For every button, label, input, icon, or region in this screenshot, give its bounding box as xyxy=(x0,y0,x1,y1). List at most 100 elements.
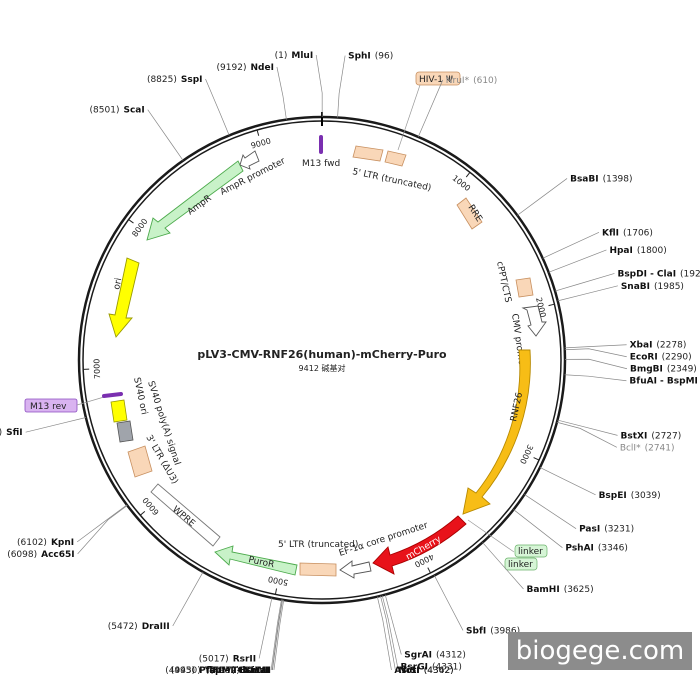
site-leader-line xyxy=(276,66,287,120)
restriction-site-label[interactable]: SgrAI(4312) xyxy=(404,651,466,661)
feature-ef1a[interactable] xyxy=(339,560,372,579)
restriction-site-label[interactable]: (6102)KpnI xyxy=(17,538,74,548)
tick-mark xyxy=(139,510,146,516)
tick-mark xyxy=(256,129,260,136)
feature-ampr-promoter[interactable] xyxy=(239,150,260,170)
site-leader-line xyxy=(564,344,627,349)
feature-5ltr-bottom[interactable] xyxy=(299,562,337,577)
restriction-site-label[interactable]: HpaI (1800) xyxy=(609,246,666,256)
tick-mark xyxy=(427,567,431,574)
restriction-site-label[interactable]: (9192)NdeI xyxy=(217,63,274,73)
restriction-site-label[interactable]: (4957)BsiWI xyxy=(206,666,269,676)
feature-label-5ltr-top: 5' LTR (truncated) xyxy=(351,167,432,193)
site-leader-line xyxy=(315,54,323,118)
tick-label: 5000 xyxy=(267,574,289,587)
feature-5ltr-top[interactable] xyxy=(352,145,384,162)
feature-sv40-ori[interactable] xyxy=(110,399,128,423)
site-position: (4943) xyxy=(165,666,195,676)
site-name: TspMI - XmaI xyxy=(205,666,270,676)
site-leader-line xyxy=(381,595,398,667)
feature-cppt[interactable] xyxy=(515,277,534,298)
feature-ampr[interactable] xyxy=(146,160,244,241)
restriction-site-label[interactable]: (4950)TspMI - XmaI xyxy=(171,666,270,676)
site-leader-line xyxy=(147,109,184,161)
site-position: (1985) xyxy=(654,282,684,292)
restriction-site-label[interactable]: SbfI(3986) xyxy=(466,626,520,636)
restriction-site-label[interactable]: SnaBI(1985) xyxy=(621,282,684,292)
site-position: (2349) xyxy=(667,365,697,375)
feature-rre[interactable] xyxy=(456,197,483,230)
site-position: (6701) xyxy=(0,428,2,438)
feature-rnf26[interactable] xyxy=(462,349,531,515)
site-name: BsiWI xyxy=(240,666,269,676)
restriction-site-label[interactable]: BfuAI - BspMI(2444) xyxy=(629,377,700,387)
feature-linker-1-box[interactable] xyxy=(514,544,548,558)
restriction-site-label[interactable]: NruI*(610) xyxy=(446,76,498,86)
restriction-site-label[interactable]: BmgBI (2349) xyxy=(630,365,697,375)
restriction-site-label[interactable]: (5017)RsrII xyxy=(199,654,256,664)
restriction-site-label[interactable]: (6098)Acc65I xyxy=(7,550,74,560)
restriction-site-label[interactable]: EcoRI(2290) xyxy=(630,353,692,363)
site-position: (1398) xyxy=(603,174,633,184)
restriction-site-label[interactable]: AsiSI(4362) xyxy=(394,666,453,676)
restriction-site-label[interactable]: (8825)SspI xyxy=(147,75,203,85)
feature-hiv1-psi-box[interactable] xyxy=(415,71,461,86)
site-leader-line xyxy=(564,374,627,382)
site-position: (3986) xyxy=(490,626,520,636)
restriction-site-label[interactable]: (4952)SmaI xyxy=(210,666,269,676)
restriction-site-label[interactable]: BspEI(3039) xyxy=(599,491,661,501)
feature-5ltr-top-b[interactable] xyxy=(384,150,407,167)
restriction-site-label[interactable]: BsaBI(1398) xyxy=(570,174,632,184)
feature-puror[interactable] xyxy=(214,545,298,576)
restriction-site-label[interactable]: (4943)PflFI - Tth111I xyxy=(165,666,271,676)
restriction-site-label[interactable]: (5472)DraIII xyxy=(108,622,170,632)
feature-cmv-promoter[interactable] xyxy=(521,305,547,337)
site-leader-line xyxy=(548,249,607,273)
restriction-site-label[interactable]: (6701)SfiI xyxy=(0,428,23,438)
restriction-site-label[interactable]: BamHI (3625) xyxy=(526,585,593,595)
site-position: (8501) xyxy=(90,106,120,116)
site-name: NruI* xyxy=(446,76,470,86)
site-leader-line xyxy=(524,494,577,529)
feature-linker-2-box[interactable] xyxy=(504,557,538,571)
feature-mcherry[interactable] xyxy=(372,515,467,575)
site-position: (3039) xyxy=(631,491,661,501)
restriction-site-label[interactable]: (8501)ScaI xyxy=(90,106,145,116)
site-leader-line xyxy=(258,597,273,659)
restriction-site-label[interactable]: BclI*(2741) xyxy=(620,443,675,453)
tick-mark xyxy=(128,219,134,224)
site-leader-line xyxy=(482,542,524,590)
restriction-site-label[interactable]: BstXI(2727) xyxy=(621,431,682,441)
site-name: HpaI xyxy=(609,246,632,256)
tick-label: 8000 xyxy=(130,217,149,239)
site-position: (3625) xyxy=(564,585,594,595)
tick-label: 3000 xyxy=(518,443,535,465)
site-position: (1800) xyxy=(637,246,667,256)
restriction-site-label[interactable]: PshAI(3346) xyxy=(565,544,627,554)
restriction-site-label[interactable]: BsrGI(4331) xyxy=(401,663,462,673)
feature-sv40-polya[interactable] xyxy=(116,420,134,443)
site-leader-line xyxy=(380,595,396,671)
feature-label-ori: ori xyxy=(112,277,124,291)
restriction-site-label[interactable]: BspDI - ClaI(1922) xyxy=(617,269,700,279)
site-leader-line xyxy=(25,417,86,433)
site-leader-line xyxy=(384,594,402,655)
restriction-site-label[interactable]: XbaI(2278) xyxy=(630,341,687,351)
site-name: BamHI xyxy=(526,585,559,595)
feature-wpre[interactable] xyxy=(150,483,221,547)
restriction-site-label[interactable]: (1)MluI xyxy=(275,51,314,61)
restriction-site-label[interactable]: NotI(4342) xyxy=(398,666,453,676)
feature-ori[interactable] xyxy=(108,257,140,338)
feature-m13-rev-box[interactable] xyxy=(24,398,78,413)
restriction-site-label[interactable]: PasI(3231) xyxy=(579,525,634,535)
site-position: (4342) xyxy=(424,666,454,676)
site-name: BmgBI xyxy=(630,365,663,375)
restriction-site-label[interactable]: KflI(1706) xyxy=(602,228,653,238)
tick-label: 6000 xyxy=(141,495,161,516)
restriction-site-label[interactable]: SphI(96) xyxy=(348,52,393,62)
features-layer: 5' LTR (truncated) HIV-1 Ψ RRE cPPT/CTS … xyxy=(24,71,548,579)
tick-mark xyxy=(533,457,540,461)
feature-3ltr[interactable] xyxy=(127,445,153,478)
site-name: DraIII xyxy=(142,622,170,632)
site-position: (96) xyxy=(375,52,393,62)
